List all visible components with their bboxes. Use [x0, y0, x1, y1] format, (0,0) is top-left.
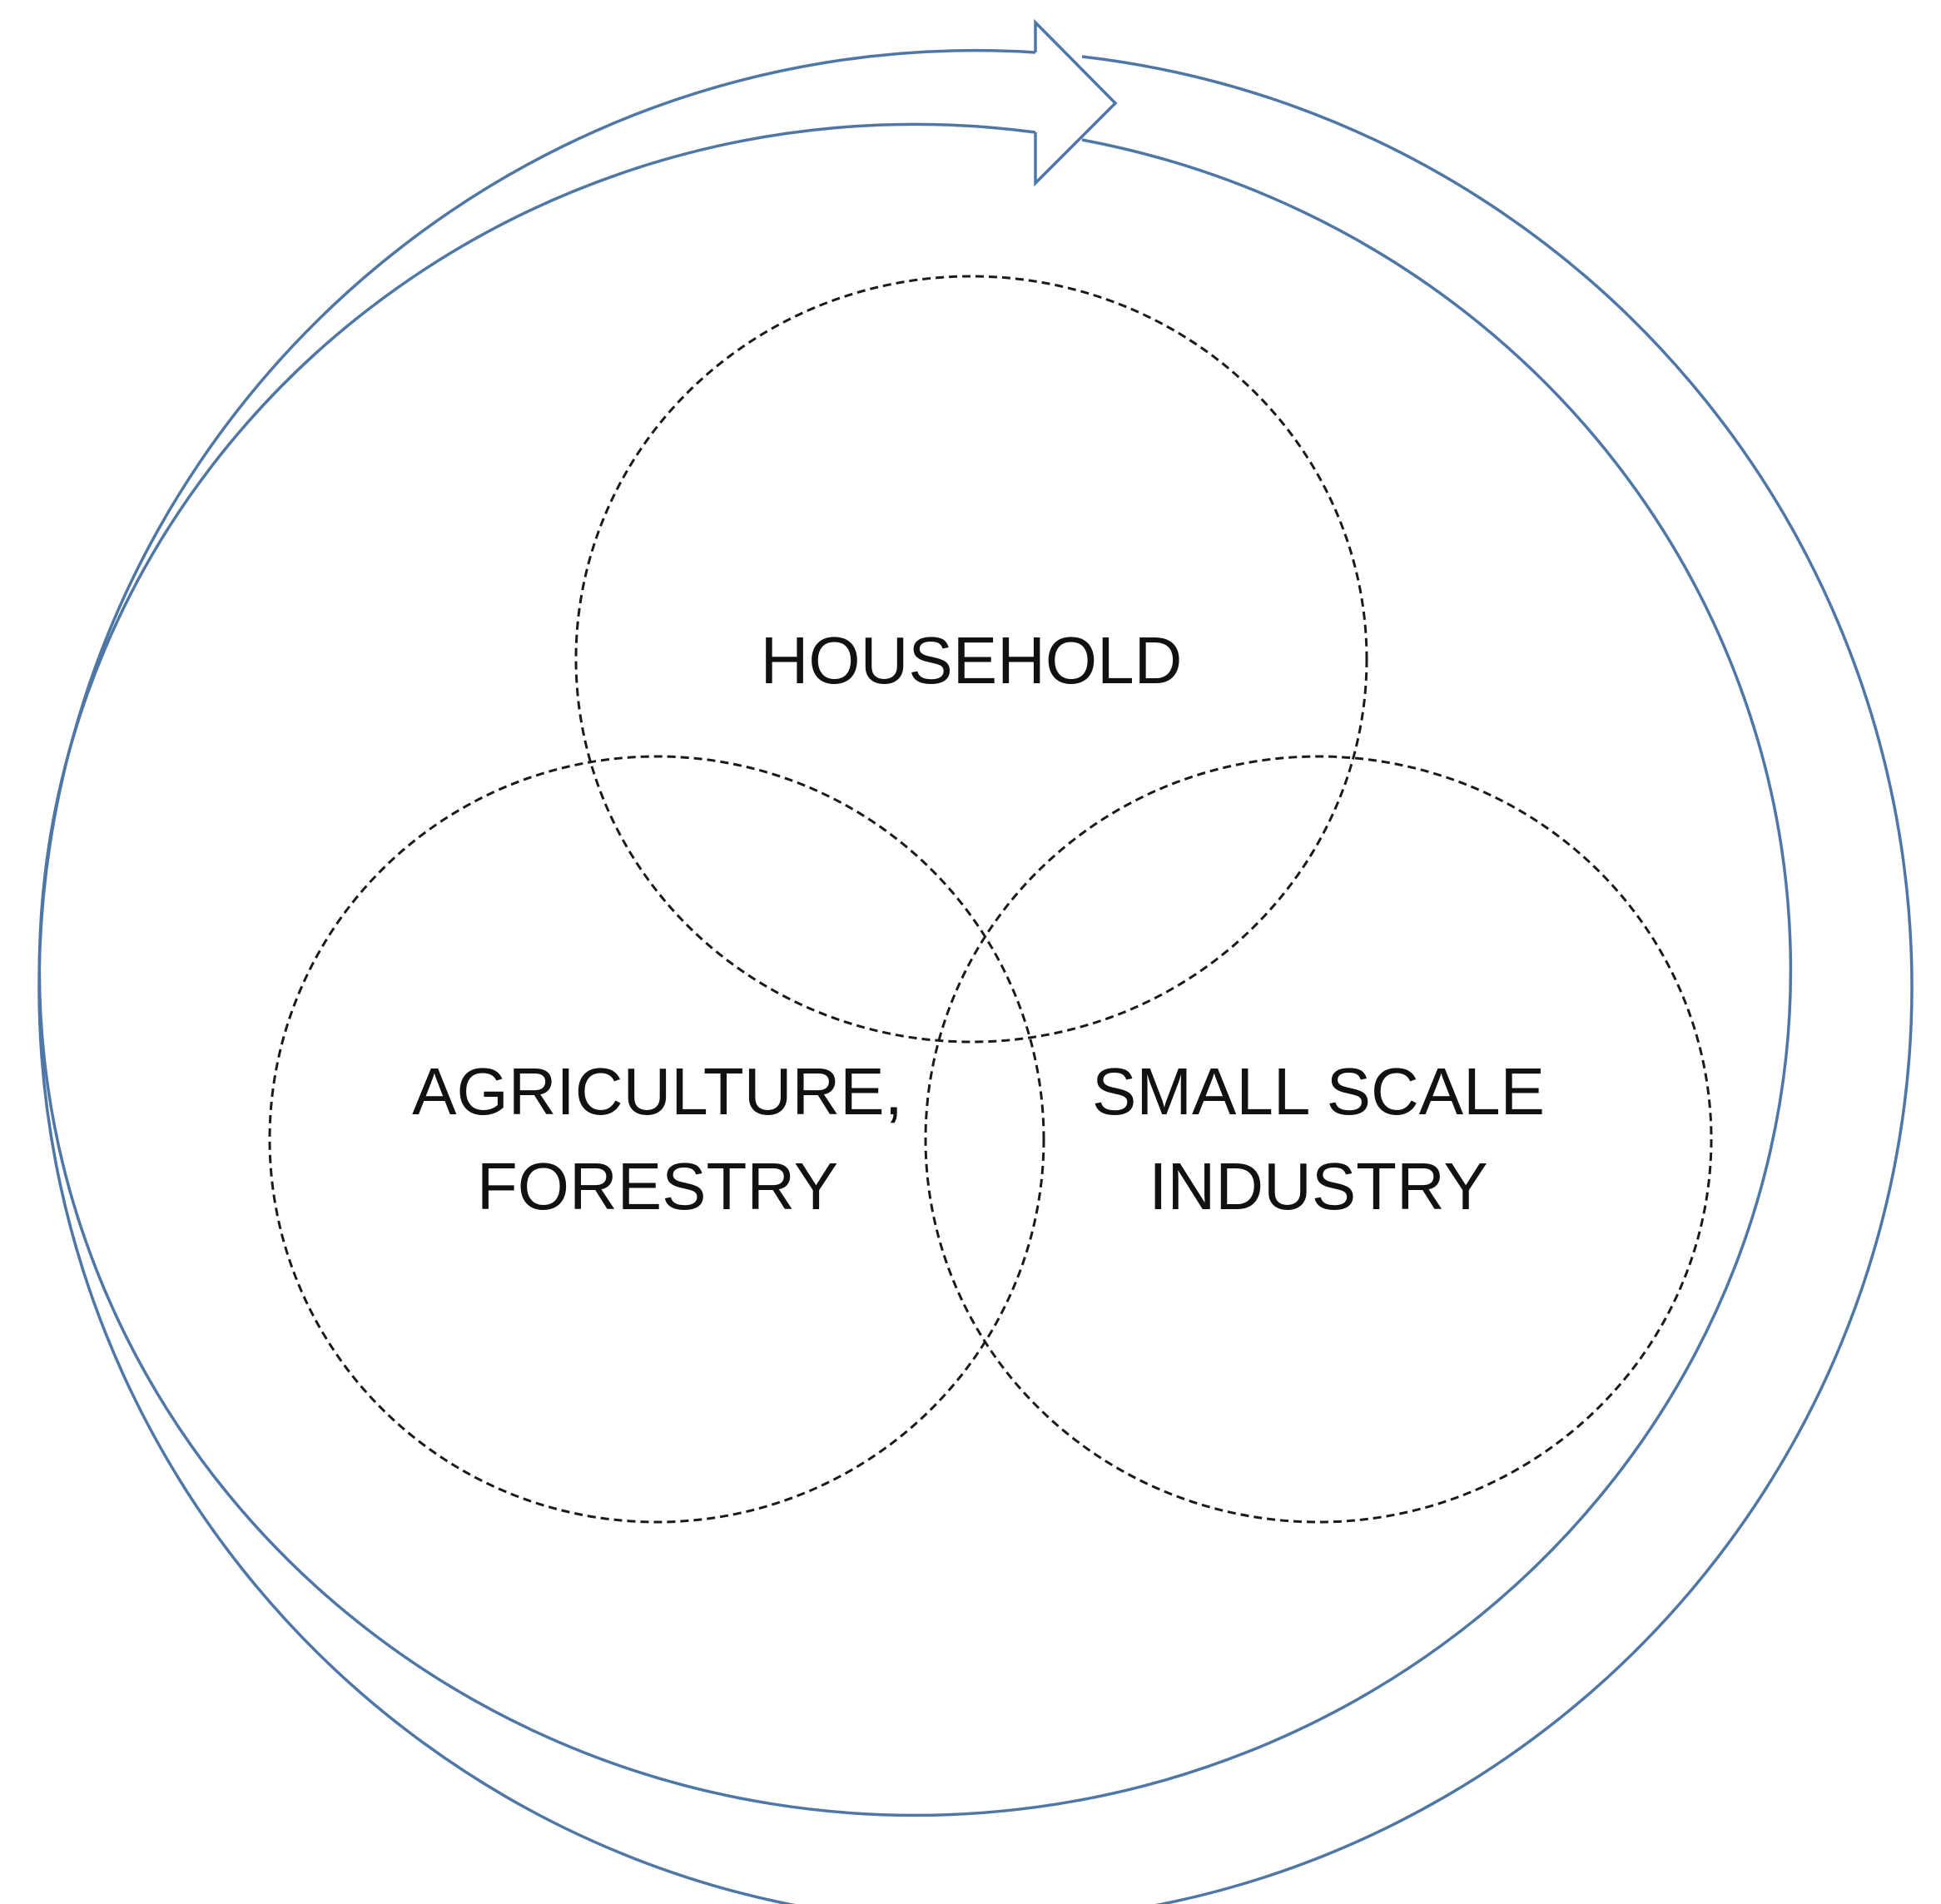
cycle-arrow: [37, 18, 1914, 1904]
venn-circles: [268, 275, 1713, 1524]
cycle-outer-arc: [37, 48, 1914, 1904]
cycle-inner-arc: [37, 122, 1793, 1817]
agriculture-label-line-1: AGRICULTURE,: [412, 1054, 903, 1128]
agriculture-forestry-circle: [268, 755, 1045, 1524]
household-circle: [574, 275, 1368, 1044]
industry-label-line-1: SMALL SCALE: [1092, 1054, 1545, 1128]
household-label: HOUSEHOLD: [761, 623, 1183, 697]
industry-label-line-2: INDUSTRY: [1149, 1149, 1487, 1223]
small-scale-industry-circle: [924, 755, 1713, 1524]
agriculture-label-line-2: FORESTRY: [477, 1149, 838, 1223]
venn-labels: HOUSEHOLD AGRICULTURE, FORESTRY SMALL SC…: [412, 623, 1545, 1223]
circular-arrow-clockwise-icon: [1034, 18, 1118, 187]
